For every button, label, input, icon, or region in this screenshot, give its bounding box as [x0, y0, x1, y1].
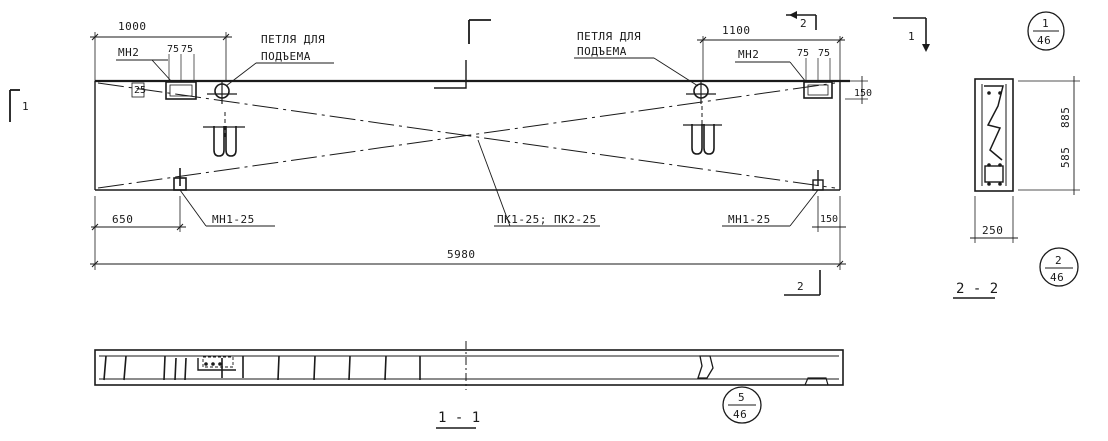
- lifting-loop-left: [203, 80, 245, 157]
- stirrups: [103, 355, 421, 381]
- lifting-loop-section: [697, 355, 714, 379]
- dim-75-a: 75: [167, 44, 179, 55]
- section-outline: [974, 78, 1014, 192]
- embedded-plate-mn1-left: [173, 168, 187, 191]
- dim-section-width: 250: [982, 224, 1003, 237]
- svg-text:46: 46: [1050, 271, 1064, 284]
- section-mark-1-left: 1: [22, 100, 29, 113]
- dim-right-side: 150: [854, 88, 872, 99]
- label-mn2-left: МН2: [118, 46, 139, 59]
- label-loop-left-1: ПЕТЛЯ ДЛЯ: [261, 33, 325, 46]
- svg-text:1: 1: [1042, 17, 1049, 30]
- dim-left-bottom: 650: [112, 213, 133, 226]
- svg-text:46: 46: [733, 408, 747, 421]
- lifting-loop-right: [683, 80, 722, 155]
- dim-75-b: 75: [181, 44, 193, 55]
- frame-diagonal-2: [97, 82, 836, 189]
- dim-section-height-a: 585: [1059, 147, 1072, 168]
- label-mn1-left: МН1-25: [212, 213, 255, 226]
- label-pk: ПК1-25; ПК2-25: [497, 213, 597, 226]
- long-section-outline: [94, 349, 844, 386]
- beam-plan-view: 25: [9, 11, 930, 296]
- label-mn2-right: МН2: [738, 48, 759, 61]
- section-mark-2-top: 2: [800, 17, 807, 30]
- sheet-ref-top: 1 46: [1027, 11, 1065, 51]
- cross-section-2-2: 250 585 885 2 - 2: [953, 76, 1080, 299]
- section-title-1-1: 1 - 1: [438, 410, 480, 426]
- svg-text:2: 2: [1055, 254, 1062, 267]
- sheet-ref-mid: 2 46: [1039, 247, 1079, 287]
- label-loop-right-1: ПЕТЛЯ ДЛЯ: [577, 30, 641, 43]
- dim-right-top: 1100: [722, 24, 751, 37]
- svg-text:46: 46: [1037, 34, 1051, 47]
- svg-text:5: 5: [738, 391, 745, 404]
- section-title-2-2: 2 - 2: [956, 281, 998, 297]
- dim-total: 5980: [447, 248, 476, 261]
- dim-section-height-b: 885: [1059, 107, 1072, 128]
- svg-text:25: 25: [134, 85, 146, 96]
- label-loop-right-2: ПОДЪЕМА: [577, 45, 627, 58]
- dim-75-d: 75: [818, 48, 830, 59]
- embedded-plate-mn1-right: [812, 170, 824, 191]
- dim-right-bottom: 150: [820, 214, 838, 225]
- label-loop-left-2: ПОДЪЕМА: [261, 50, 311, 63]
- sheet-ref-bottom: 5 46: [722, 386, 762, 424]
- section-mark-2-bottom: 2: [797, 280, 804, 293]
- label-mn1-right: МН1-25: [728, 213, 771, 226]
- dim-left-top: 1000: [118, 20, 147, 33]
- long-section-1-1: 1 - 1: [94, 341, 844, 429]
- dim-75-c: 75: [797, 48, 809, 59]
- section-mark-1-right: 1: [908, 30, 915, 43]
